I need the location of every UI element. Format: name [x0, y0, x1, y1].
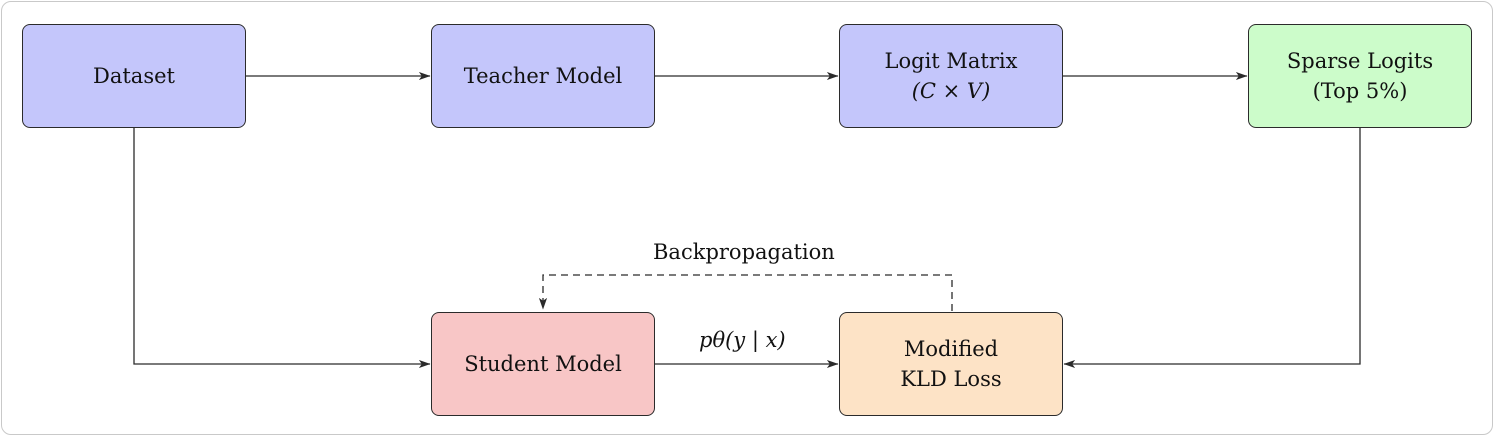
student-output-label: pθ(y | x): [699, 328, 786, 352]
logit-matrix-label: Logit Matrix: [884, 49, 1018, 73]
logit-matrix-node: Logit Matrix (C × V): [839, 24, 1063, 128]
student-model-label: Student Model: [464, 352, 622, 376]
backpropagation-label: Backpropagation: [653, 240, 835, 264]
student-model-node: Student Model: [431, 312, 655, 416]
dataset-label: Dataset: [93, 64, 175, 88]
edge-sparse-logits-to-kld: [1063, 128, 1361, 369]
kld-loss-label-line1: Modified: [903, 337, 999, 361]
edge-backpropagation: [538, 274, 953, 311]
sparse-logits-subtitle: (Top 5%): [1312, 79, 1408, 103]
edge-dataset-to-student: [133, 128, 431, 369]
dataset-node: Dataset: [22, 24, 246, 128]
sparse-logits-node: Sparse Logits (Top 5%): [1248, 24, 1472, 128]
teacher-model-label: Teacher Model: [463, 64, 623, 88]
kld-loss-label-line2: KLD Loss: [900, 367, 1002, 391]
sparse-logits-label: Sparse Logits: [1286, 49, 1434, 73]
kld-loss-node: Modified KLD Loss: [839, 312, 1063, 416]
logit-matrix-dimensions: (C × V): [911, 79, 991, 103]
teacher-model-node: Teacher Model: [431, 24, 655, 128]
